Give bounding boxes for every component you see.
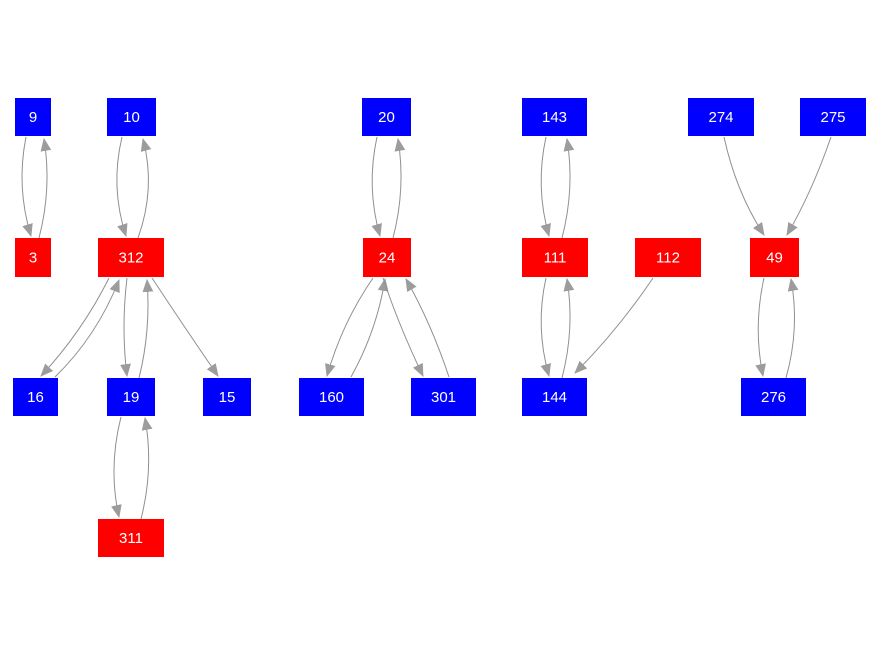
node-144-box xyxy=(522,378,587,416)
node-312-label: 312 xyxy=(118,250,143,267)
node-9-box xyxy=(15,98,51,136)
node-143: 143 xyxy=(522,98,587,136)
node-3-box xyxy=(15,238,51,277)
edge-24-301 xyxy=(382,277,424,377)
node-3: 3 xyxy=(15,238,51,277)
edge-312-19 xyxy=(120,277,131,378)
node-143-box xyxy=(522,98,587,136)
node-16-box xyxy=(13,378,58,416)
node-49-box xyxy=(750,238,799,277)
node-311-box xyxy=(98,519,164,557)
node-9-label: 9 xyxy=(29,109,37,126)
node-24-box xyxy=(363,238,411,277)
node-276-box xyxy=(741,378,806,416)
node-311-label: 311 xyxy=(119,530,143,547)
node-3-label: 3 xyxy=(29,250,37,267)
node-10-box xyxy=(107,98,156,136)
node-143-label: 143 xyxy=(542,109,567,126)
edge-143-111 xyxy=(540,136,551,238)
edge-112-144 xyxy=(574,277,654,374)
node-111-label: 111 xyxy=(544,250,567,267)
node-10-label: 10 xyxy=(123,109,140,126)
node-15-label: 15 xyxy=(219,389,236,406)
edge-10-312 xyxy=(116,136,128,238)
node-10: 10 xyxy=(107,98,156,136)
edge-275-49 xyxy=(786,136,832,236)
node-160-label: 160 xyxy=(319,389,344,406)
edge-111-144 xyxy=(540,277,551,378)
edge-311-19 xyxy=(140,416,153,520)
edge-111-143 xyxy=(561,137,575,239)
node-15-box xyxy=(203,378,251,416)
node-275-label: 275 xyxy=(820,109,845,126)
edge-9-3 xyxy=(21,136,33,238)
node-49: 49 xyxy=(750,238,799,277)
node-312: 312 xyxy=(98,238,164,277)
edge-16-312 xyxy=(54,278,120,378)
edge-20-24 xyxy=(371,136,382,238)
node-144-label: 144 xyxy=(542,389,567,406)
node-19-label: 19 xyxy=(123,389,140,406)
node-311: 311 xyxy=(98,519,164,557)
node-112-box xyxy=(635,238,701,277)
node-112-label: 112 xyxy=(656,250,680,267)
node-24: 24 xyxy=(363,238,411,277)
node-160-box xyxy=(299,378,364,416)
node-20-box xyxy=(362,98,411,136)
node-19: 19 xyxy=(107,378,155,416)
edge-24-20 xyxy=(392,137,406,239)
node-312-box xyxy=(98,238,164,277)
edge-301-24 xyxy=(405,278,450,378)
node-276-label: 276 xyxy=(761,389,786,406)
node-274-label: 274 xyxy=(708,109,733,126)
node-16-label: 16 xyxy=(27,389,44,406)
node-16: 16 xyxy=(13,378,58,416)
node-9: 9 xyxy=(15,98,51,136)
node-24-label: 24 xyxy=(379,250,396,267)
node-275: 275 xyxy=(800,98,866,136)
node-111-box xyxy=(522,238,588,277)
node-144: 144 xyxy=(522,378,587,416)
node-301: 301 xyxy=(411,378,476,416)
edge-144-111 xyxy=(561,277,575,379)
node-15: 15 xyxy=(203,378,251,416)
edge-312-16 xyxy=(40,277,110,377)
node-275-box xyxy=(800,98,866,136)
node-20-label: 20 xyxy=(378,109,395,126)
edge-3-9 xyxy=(38,137,52,239)
edge-276-49 xyxy=(785,277,799,379)
edge-274-49 xyxy=(723,136,765,236)
node-49-label: 49 xyxy=(766,250,783,267)
node-274: 274 xyxy=(688,98,754,136)
edge-312-10 xyxy=(137,137,152,239)
edge-312-15 xyxy=(151,277,219,377)
edge-19-311 xyxy=(111,416,122,519)
node-160: 160 xyxy=(299,378,364,416)
node-274-box xyxy=(688,98,754,136)
edge-19-312 xyxy=(138,278,154,379)
edge-49-276 xyxy=(755,277,766,378)
edge-24-160 xyxy=(325,277,374,378)
node-301-box xyxy=(411,378,476,416)
node-111: 111 xyxy=(522,238,588,277)
node-112: 112 xyxy=(635,238,701,277)
node-19-box xyxy=(107,378,155,416)
node-301-label: 301 xyxy=(431,389,456,406)
edge-160-24 xyxy=(350,277,389,378)
node-276: 276 xyxy=(741,378,806,416)
node-20: 20 xyxy=(362,98,411,136)
